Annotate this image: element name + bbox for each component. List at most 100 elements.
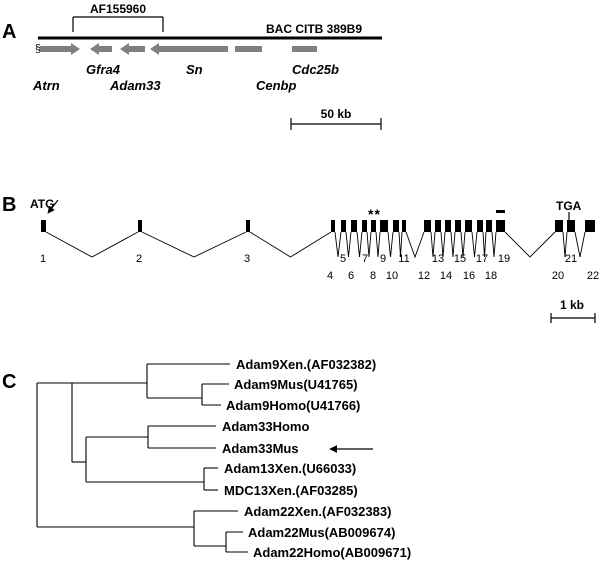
exon-11: [402, 220, 406, 232]
gene-label-adam33: Adam33: [109, 78, 161, 93]
exon-number-15: 15: [454, 253, 466, 265]
intron-3: [249, 231, 332, 258]
exon-number-18: 18: [485, 270, 497, 282]
leaf-adam9-mus: Adam9Mus(U41765): [234, 377, 358, 392]
exon-number-20: 20: [552, 270, 564, 282]
gene-arrows: [40, 43, 317, 55]
gene-label-gfra4: Gfra4: [86, 62, 121, 77]
panel-a: A AF155960 BAC CITB 389B9 § Atrn Gfra4 A…: [2, 2, 382, 130]
leaf-adam9-xen: Adam9Xen.(AF032382): [236, 357, 376, 372]
exon-number-2: 2: [136, 253, 142, 265]
leaf-adam22-mus: Adam22Mus(AB009674): [248, 525, 395, 540]
gene-label-cdc25b: Cdc25b: [292, 62, 339, 77]
exon-number-10: 10: [386, 270, 398, 282]
leaf-adam33-homo: Adam33Homo: [222, 419, 309, 434]
gene-arrow-1: [40, 43, 80, 55]
exon-number-13: 13: [432, 253, 444, 265]
intron-14: [450, 231, 456, 258]
exon-5: [341, 220, 346, 232]
exon-17: [477, 220, 483, 232]
exon-bar-mark: [496, 210, 505, 213]
accession-bracket: [72, 16, 164, 32]
scale-bar-1kb: [550, 313, 596, 323]
exon-14: [445, 220, 451, 232]
break-mark: §: [35, 43, 41, 55]
intron-6: [356, 231, 363, 258]
exon-number-17: 17: [476, 253, 488, 265]
gene-label-sn: Sn: [186, 62, 203, 77]
exon-number-22: 22: [587, 270, 599, 282]
intron-17: [482, 231, 487, 258]
leaf-mdc13-xen: MDC13Xen.(AF03285): [224, 483, 358, 498]
leaf-adam22-xen: Adam22Xen.(AF032383): [244, 504, 391, 519]
exon-4: [331, 220, 335, 232]
exon-19: [496, 220, 505, 232]
intron-15: [460, 231, 466, 258]
panel-a-letter: A: [2, 21, 16, 43]
bac-label: BAC CITB 389B9: [266, 22, 362, 36]
leaf-adam22-homo: Adam22Homo(AB009671): [253, 545, 411, 560]
intron-16: [471, 231, 478, 258]
intron-10: [398, 231, 403, 258]
gene-label-cenbp: Cenbp: [256, 78, 297, 93]
intron-20: [562, 231, 568, 258]
exon-13: [435, 220, 441, 232]
exon-7: [362, 220, 367, 232]
asterisk-marks: **: [368, 206, 381, 222]
exon-number-6: 6: [348, 270, 354, 282]
exon-16: [465, 220, 472, 232]
exon-6: [351, 220, 357, 232]
stop-codon-label: TGA: [556, 199, 582, 213]
leaf-adam13-xen: Adam13Xen.(U66033): [224, 461, 356, 476]
intron-4: [334, 231, 342, 258]
leaf-adam9-homo: Adam9Homo(U41766): [226, 398, 360, 413]
exon-number-11: 11: [398, 253, 409, 265]
exon-number-3: 3: [244, 253, 250, 265]
phylogenetic-tree: [36, 363, 248, 553]
exon-number-8: 8: [370, 270, 376, 282]
exon-number-21: 21: [565, 253, 577, 265]
intron-1: [45, 231, 139, 258]
exon-number-4: 4: [327, 270, 333, 282]
exon-1: [41, 220, 46, 232]
exon-9: [380, 220, 388, 232]
exon-number-19: 19: [498, 253, 510, 265]
accession-label: AF155960: [90, 2, 146, 16]
leaf-adam33-mus: Adam33Mus: [222, 441, 299, 456]
panel-b-letter: B: [2, 194, 16, 216]
exon-2: [138, 220, 142, 232]
scale-label-1kb: 1 kb: [560, 298, 584, 312]
intron-12: [430, 231, 436, 258]
intron-2: [141, 231, 247, 258]
panel-c-letter: C: [2, 371, 16, 393]
intron-5: [345, 231, 352, 258]
exon-number-7: 7: [362, 253, 368, 265]
exon-10: [393, 220, 399, 232]
exon-12: [424, 220, 431, 232]
exon-21: [567, 220, 575, 232]
intron-18: [491, 231, 497, 258]
intron-13: [440, 231, 446, 258]
exon-20: [555, 220, 563, 232]
exon-number-9: 9: [380, 253, 386, 265]
intron-8: [375, 231, 381, 258]
intron-19: [504, 231, 556, 258]
exon-number-1: 1: [40, 253, 46, 265]
exon-number-16: 16: [463, 270, 475, 282]
exon-number-12: 12: [418, 270, 430, 282]
exon-3: [246, 220, 250, 232]
gene-arrow-6: [292, 46, 317, 52]
exon-8: [371, 220, 376, 232]
gene-arrow-4: [150, 43, 228, 55]
start-codon-arrow: [47, 199, 59, 214]
panel-c: C: [2, 357, 411, 560]
exon-18: [486, 220, 492, 232]
scale-label-50kb: 50 kb: [321, 107, 352, 121]
intron-9: [387, 231, 394, 258]
exon-22: [585, 220, 595, 232]
exon-number-5: 5: [340, 253, 346, 265]
intron-7: [366, 231, 372, 258]
intron-21: [574, 231, 586, 258]
